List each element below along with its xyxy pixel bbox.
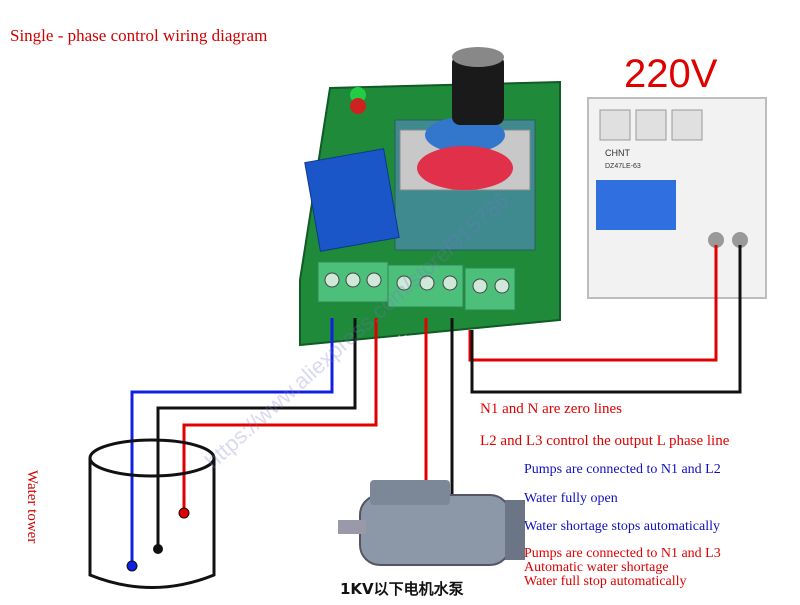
- supply-l-wire: [468, 245, 718, 362]
- green-led: [350, 87, 366, 103]
- note-full-stop: Water full stop automatically: [524, 574, 687, 589]
- common-probe: [153, 544, 163, 554]
- circuit-breaker: CHNT DZ47LE-63: [587, 97, 767, 299]
- black-probe-wire: [156, 318, 357, 548]
- note-shortage-stop: Water shortage stops automatically: [524, 519, 720, 534]
- note-zero-lines: N1 and N are zero lines: [480, 401, 623, 417]
- red-probe-wire: [182, 318, 378, 512]
- note-pumps-l2: Pumps are connected to N1 and L2: [524, 462, 721, 477]
- note-auto-shortage: Automatic water shortage: [524, 560, 669, 575]
- terminal-label-n2: N: [502, 337, 509, 347]
- high-probe: [178, 507, 190, 519]
- red-led: [350, 98, 366, 114]
- capacitor: [452, 55, 504, 125]
- low-probe: [126, 560, 138, 572]
- note-water-full-open: Water fully open: [524, 491, 618, 506]
- control-board: L3 L2 L1 N 220V N: [299, 47, 561, 347]
- transformer-blue-coil: [425, 117, 505, 153]
- transformer-red-coil: [417, 146, 513, 190]
- breaker-brand: CHNT: [605, 148, 630, 158]
- relay: [304, 148, 400, 252]
- water-tower-label: Water tower: [24, 470, 40, 544]
- diagram-title: Single - phase control wiring diagram: [10, 26, 268, 45]
- note-pumps-l3: Pumps are connected to N1 and L3: [524, 546, 721, 561]
- terminal-label-l3: L3: [398, 334, 408, 344]
- pump-motor: [338, 480, 525, 566]
- motor-label: 1KV以下电机水泵: [340, 580, 464, 598]
- terminal-label-l1: L1: [443, 334, 453, 344]
- terminal-label-220v: 220V: [476, 337, 497, 347]
- breaker-model: DZ47LE-63: [605, 163, 641, 170]
- note-control: L2 and L3 control the output L phase lin…: [480, 433, 730, 449]
- terminal-label-n: N: [465, 337, 472, 347]
- blue-probe-wire: [130, 318, 334, 565]
- water-tower: [88, 438, 216, 589]
- supply-n-wire: [470, 245, 742, 394]
- voltage-label: 220V: [624, 52, 718, 96]
- breaker-switch: [596, 180, 676, 230]
